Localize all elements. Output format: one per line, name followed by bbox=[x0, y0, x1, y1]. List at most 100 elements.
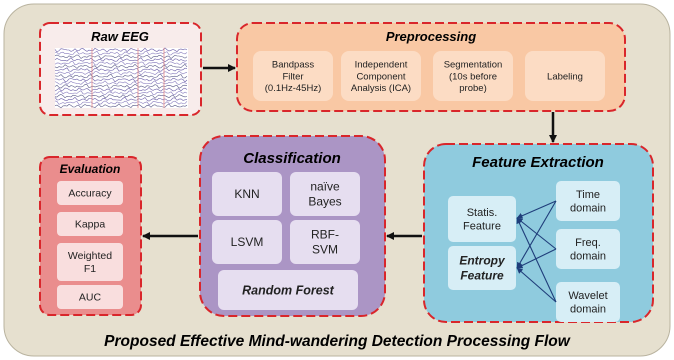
domain-0-label: Time bbox=[576, 189, 600, 201]
eeg-channel-trace bbox=[54, 47, 188, 53]
classifier-model-label: Bayes bbox=[308, 195, 341, 209]
preprocessing-step-shape bbox=[253, 51, 333, 101]
classifier-model-shape bbox=[212, 172, 282, 216]
eeg-channel-trace bbox=[54, 67, 188, 72]
preprocessing-step-label: (10s before bbox=[449, 71, 497, 82]
evaluation-metric-label: AUC bbox=[79, 292, 102, 304]
statistical-feature-shape bbox=[448, 196, 516, 242]
evaluation-metric-shape bbox=[57, 212, 123, 236]
classifier-model-label: KNN bbox=[234, 187, 259, 201]
domain-2-label: domain bbox=[570, 304, 606, 316]
eeg-channel-trace bbox=[54, 86, 188, 92]
domain-1: Freq. domain bbox=[556, 229, 620, 269]
classifier-model-label: LSVM bbox=[231, 235, 264, 249]
eeg-channel-trace bbox=[54, 90, 188, 96]
domain-2-label: Wavelet bbox=[568, 290, 607, 302]
raw-eeg-title: Raw EEG bbox=[91, 29, 149, 44]
eeg-signal-image bbox=[54, 47, 188, 109]
raw-eeg-block: Raw EEG bbox=[39, 22, 202, 116]
domain-1-label: domain bbox=[570, 251, 606, 263]
classifier-model-label: naïve bbox=[310, 180, 340, 194]
preprocessing-step-shape bbox=[525, 51, 605, 101]
statistical-feature: Statis. Feature bbox=[448, 196, 516, 242]
evaluation-metric-shape bbox=[57, 181, 123, 205]
preprocessing-step-label: Component bbox=[356, 71, 405, 82]
domain-0-label: domain bbox=[570, 203, 606, 215]
statistical-feature-label: Statis. bbox=[467, 207, 498, 219]
domain-to-feature-arrow bbox=[516, 248, 557, 269]
entropy-feature-label: Entropy bbox=[459, 254, 506, 268]
evaluation-metric-shape bbox=[57, 243, 123, 281]
diagram-caption: Proposed Effective Mind-wandering Detect… bbox=[104, 333, 571, 350]
classifier-random-forest-shape bbox=[218, 270, 358, 310]
domain-to-feature-arrow bbox=[516, 267, 557, 303]
domain-0: Time domain bbox=[556, 181, 620, 221]
preprocessing-step-shape bbox=[433, 51, 513, 101]
evaluation-title: Evaluation bbox=[60, 162, 121, 176]
classifier-model: KNN bbox=[212, 172, 282, 216]
classifier-model-shape bbox=[290, 220, 360, 264]
eeg-channel-trace bbox=[54, 100, 188, 106]
preprocessing-step-shape bbox=[341, 51, 421, 101]
evaluation-metric-shape bbox=[57, 285, 123, 309]
eeg-channel-trace bbox=[54, 96, 188, 102]
domain-to-feature-arrow bbox=[516, 217, 557, 250]
evaluation-metric: AUC bbox=[57, 285, 123, 309]
eeg-channel-trace bbox=[54, 93, 188, 99]
preprocessing-step-label: Bandpass bbox=[272, 59, 315, 70]
domain-to-feature-arrow bbox=[516, 200, 557, 219]
classifier-model-shape bbox=[290, 172, 360, 216]
classifier-random-forest-label: Random Forest bbox=[242, 283, 335, 297]
feature-extraction-block: Feature Extraction Statis.FeatureEntropy… bbox=[423, 143, 654, 323]
evaluation-metric-label: Weighted bbox=[68, 250, 112, 262]
classifier-random-forest: Random Forest bbox=[218, 270, 358, 310]
evaluation-metric-label: Kappa bbox=[75, 219, 106, 231]
statistical-feature-label: Feature bbox=[463, 221, 501, 233]
preprocessing-block: Preprocessing BandpassFilter(0.1Hz-45Hz)… bbox=[236, 22, 626, 112]
domain-1-label: Freq. bbox=[575, 237, 601, 249]
domain-2: Wavelet domain bbox=[556, 282, 620, 322]
eeg-plot-area bbox=[55, 48, 188, 108]
entropy-feature-label: Feature bbox=[460, 269, 504, 283]
domain-1-shape bbox=[556, 229, 620, 269]
eeg-channel-trace bbox=[54, 103, 188, 109]
evaluation-metric-label: Accuracy bbox=[68, 188, 112, 200]
classifier-model-shape bbox=[212, 220, 282, 264]
eeg-channel-trace bbox=[54, 84, 188, 89]
preprocessing-step-label: probe) bbox=[459, 83, 486, 94]
feature-domain-connections bbox=[516, 200, 557, 303]
preprocessing-step-label: Independent bbox=[355, 59, 408, 70]
eeg-channel-trace bbox=[54, 63, 188, 69]
eeg-channel-trace bbox=[54, 80, 188, 86]
entropy-feature-shape bbox=[448, 246, 516, 290]
eeg-channel-trace bbox=[54, 50, 188, 56]
domain-to-feature-arrow bbox=[516, 200, 557, 269]
classification-title: Classification bbox=[243, 150, 341, 167]
evaluation-metric: Accuracy bbox=[57, 181, 123, 205]
preprocessing-step-label: Analysis (ICA) bbox=[351, 83, 411, 94]
domain-0-shape bbox=[556, 181, 620, 221]
preprocessing-step-label: Segmentation bbox=[444, 59, 503, 70]
domain-to-feature-arrow bbox=[516, 217, 557, 303]
classifier-model-label: SVM bbox=[312, 243, 338, 257]
classifier-model-label: RBF- bbox=[311, 228, 339, 242]
preprocessing-step-label: Filter bbox=[282, 71, 303, 82]
classifier-model: RBF-SVM bbox=[290, 220, 360, 264]
eeg-channel-trace bbox=[54, 54, 188, 60]
preprocessing-step-label: Labeling bbox=[547, 71, 583, 82]
eeg-channel-trace bbox=[54, 60, 188, 66]
preprocessing-step-label: (0.1Hz-45Hz) bbox=[265, 83, 322, 94]
eeg-channel-trace bbox=[54, 77, 188, 83]
preprocessing-title: Preprocessing bbox=[386, 29, 476, 44]
evaluation-metric-label: F1 bbox=[84, 263, 96, 275]
domain-2-shape bbox=[556, 282, 620, 322]
preprocessing-step: Labeling bbox=[525, 51, 605, 101]
evaluation-metric: Kappa bbox=[57, 212, 123, 236]
eeg-channel-trace bbox=[54, 70, 188, 76]
